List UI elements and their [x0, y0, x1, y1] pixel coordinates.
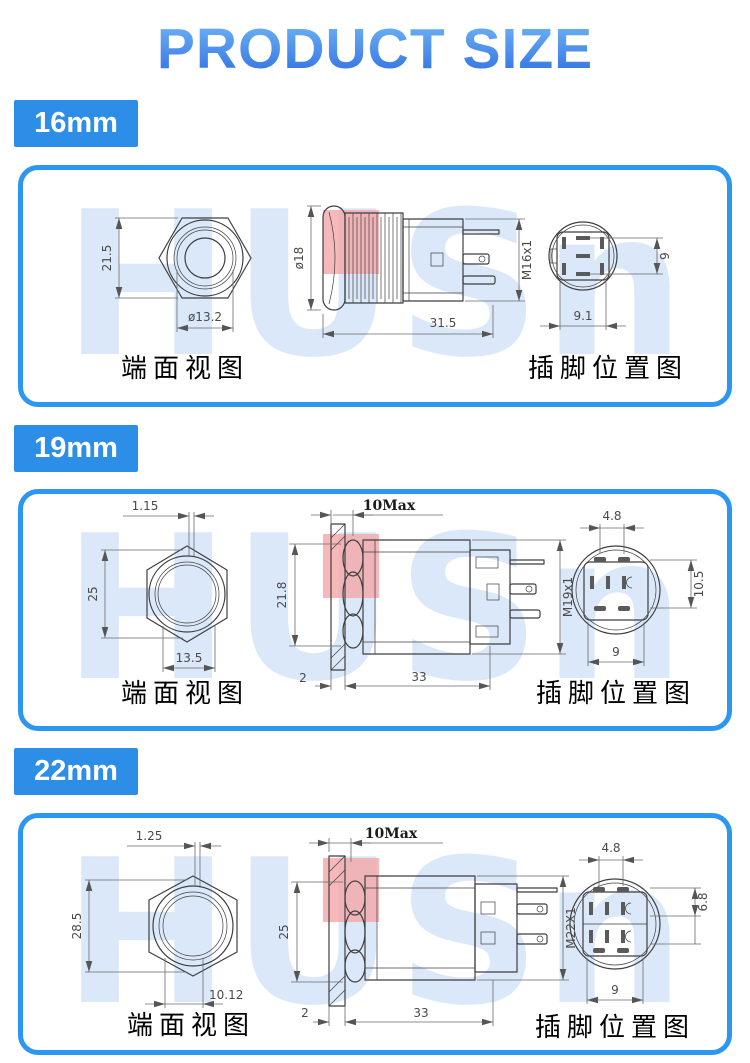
dim-key-width: 1.15: [132, 499, 159, 513]
dim-pin-pitch: 4.8: [601, 841, 620, 855]
dim-head-diameter: ø18: [292, 247, 306, 270]
dim-body-length: 33: [411, 670, 426, 684]
pin-view-16mm: 9 9.1 插脚位置图: [528, 221, 688, 384]
dim-flange-thickness: 2: [301, 1006, 309, 1020]
panel-22mm: HUSn 1.25 28.5 10.12 端面视图: [18, 813, 732, 1055]
dim-body-length: 33: [413, 1006, 428, 1020]
dim-pin-row-offset: 6.8: [696, 892, 710, 911]
size-tag-22mm: 22mm: [14, 748, 138, 795]
dim-hole-width: 10.12: [209, 988, 243, 1002]
dim-pin-span-height: 10.5: [692, 571, 706, 598]
dim-head-height: 25: [277, 924, 291, 939]
dim-travel-max: 10Max: [365, 826, 418, 842]
dim-thread-spec: M16x1: [520, 240, 534, 280]
dim-pin-span-width: 9.1: [573, 309, 592, 323]
dim-hex-height: 25: [86, 586, 100, 601]
pin-view-19mm: 4.8 10.5 9 插脚位置图: [536, 509, 706, 709]
dim-travel-max: 10Max: [363, 498, 416, 514]
dim-hole-diameter: ø13.2: [188, 310, 222, 324]
caption-pin-view: 插脚位置图: [535, 1013, 695, 1043]
watermark-accent: [323, 534, 379, 598]
dim-pin-pitch: 4.8: [602, 509, 621, 523]
dim-body-length: 31.5: [430, 316, 457, 330]
caption-pin-view: 插脚位置图: [528, 354, 688, 384]
watermark-accent: [323, 210, 379, 274]
dim-pin-span-width: 9: [611, 983, 619, 997]
dim-hole-width: 13.5: [176, 651, 203, 665]
pin-view-22mm: 4.8 6.8 9 插脚位置图: [535, 841, 710, 1043]
panel-16mm: HUSn 21.5 ø13.2 端面视图: [18, 165, 732, 407]
caption-end-view: 端面视图: [121, 679, 249, 709]
end-view-16mm: 21.5 ø13.2 端面视图: [100, 217, 252, 384]
drawing-19mm: 1.15 25 13.5 端面视图 10Max: [86, 498, 706, 709]
dim-hex-height: 28.5: [70, 913, 84, 940]
end-view-19mm: 1.15 25 13.5 端面视图: [86, 499, 249, 709]
dim-hex-height: 21.5: [100, 245, 114, 272]
dim-key-width: 1.25: [136, 829, 163, 843]
caption-end-view: 端面视图: [121, 354, 249, 384]
dim-flange-thickness: 2: [299, 671, 307, 685]
side-view-19mm: 10Max 21.8 M19x1 2 33: [275, 498, 575, 690]
panel-19mm: HUSn 1.15 25 13.5 端面视图: [18, 489, 732, 731]
side-view-16mm: ø18 M16x1 31.5: [292, 205, 534, 338]
page-title: PRODUCT SIZE: [0, 16, 750, 82]
caption-end-view: 端面视图: [127, 1011, 255, 1041]
dim-pin-span-height: 9: [658, 252, 672, 260]
dim-thread-spec: M19x1: [561, 577, 575, 617]
side-view-22mm: 10Max 25 M22X1 2 33: [277, 826, 578, 1026]
drawing-22mm: 1.25 28.5 10.12 端面视图: [70, 826, 710, 1043]
drawing-16mm: 21.5 ø13.2 端面视图 ø18 M16x1 3: [100, 205, 688, 384]
size-tag-19mm: 19mm: [14, 425, 138, 472]
end-view-22mm: 1.25 28.5 10.12 端面视图: [70, 829, 255, 1041]
caption-pin-view: 插脚位置图: [536, 679, 696, 709]
dim-head-height: 21.8: [275, 582, 289, 609]
size-tag-16mm: 16mm: [14, 100, 138, 147]
dim-pin-span-width: 9: [612, 645, 620, 659]
